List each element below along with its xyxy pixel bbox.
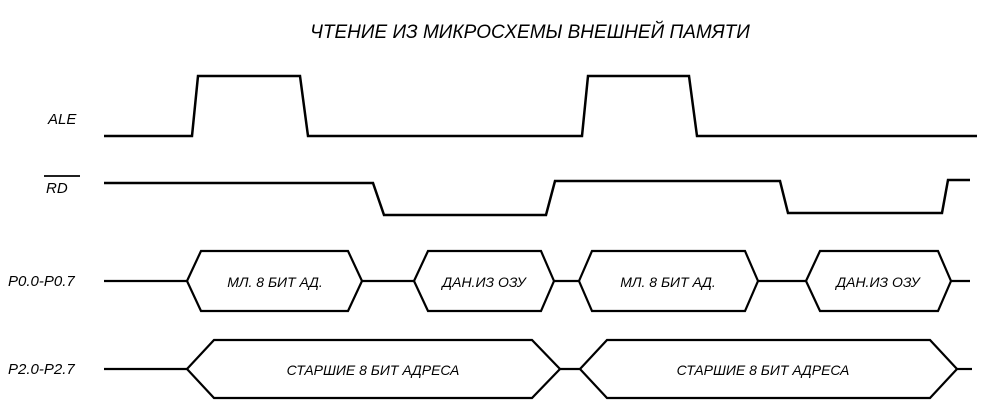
ale-waveform — [104, 74, 977, 138]
p0-segment-data: ДАН.ИЗ ОЗУ — [412, 249, 556, 313]
p2-segment-label: СТАРШИЕ 8 БИТ АДРЕСА — [677, 362, 850, 378]
rd-waveform — [104, 178, 970, 217]
p0-segment-label: ДАН.ИЗ ОЗУ — [834, 274, 922, 290]
p0-segment-data: ДАН.ИЗ ОЗУ — [804, 249, 953, 313]
signal-label-p0: P0.0-P0.7 — [8, 273, 75, 290]
p0-segment-label: ДАН.ИЗ ОЗУ — [440, 274, 528, 290]
p0-segment-low-address: МЛ. 8 БИТ АД. — [577, 249, 760, 313]
p2-bus: СТАРШИЕ 8 БИТ АДРЕСА СТАРШИЕ 8 БИТ АДРЕС… — [104, 338, 972, 400]
p0-segment-label: МЛ. 8 БИТ АД. — [620, 274, 716, 290]
p0-segment-low-address: МЛ. 8 БИТ АД. — [185, 249, 364, 313]
p0-bus: МЛ. 8 БИТ АД. ДАН.ИЗ ОЗУ МЛ. 8 БИТ АД. Д… — [104, 249, 970, 313]
diagram-title: ЧТЕНИЕ ИЗ МИКРОСХЕМЫ ВНЕШНЕЙ ПАМЯТИ — [310, 21, 750, 43]
signal-label-rd: RD — [46, 180, 68, 197]
p2-segment-label: СТАРШИЕ 8 БИТ АДРЕСА — [287, 362, 460, 378]
p0-segment-label: МЛ. 8 БИТ АД. — [227, 274, 323, 290]
signal-label-ale: ALE — [47, 111, 77, 128]
p2-segment-high-address: СТАРШИЕ 8 БИТ АДРЕСА — [578, 338, 959, 400]
signal-label-p2: P2.0-P2.7 — [8, 361, 75, 378]
p2-segment-high-address: СТАРШИЕ 8 БИТ АДРЕСА — [185, 338, 562, 400]
